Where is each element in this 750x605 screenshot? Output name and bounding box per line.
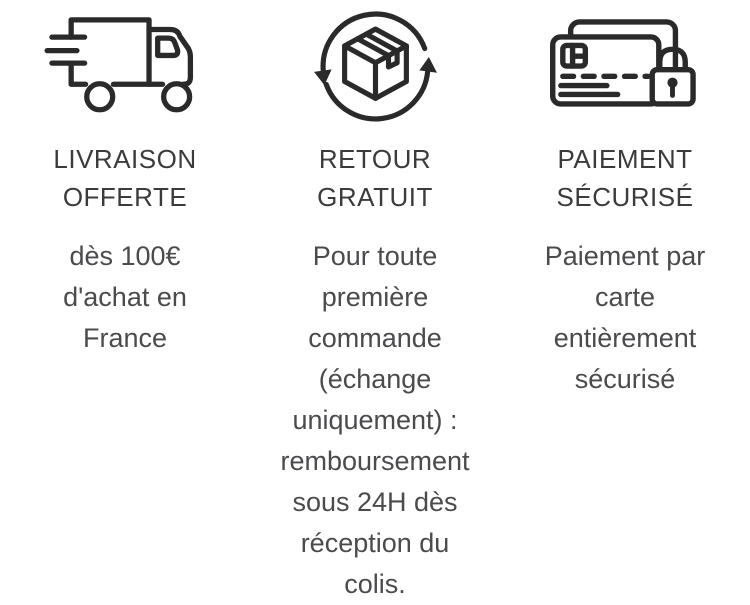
return-package-icon [310, 4, 441, 128]
benefit-secure-payment: PAIEMENT SÉCURISÉ Paiement par carte ent… [500, 4, 750, 605]
benefit-title: RETOUR GRATUIT [317, 144, 433, 212]
shipping-truck-icon [41, 4, 209, 128]
benefit-title: PAIEMENT SÉCURISÉ [556, 144, 694, 212]
benefit-description: Paiement par carte entièrement sécurisé [544, 241, 706, 394]
secure-payment-icon [544, 4, 706, 128]
benefit-title: LIVRAISON OFFERTE [53, 144, 197, 212]
benefit-free-shipping: LIVRAISON OFFERTE dès 100€ d'achat en Fr… [0, 4, 250, 605]
benefit-description: Pour toute première commande (échange un… [280, 241, 470, 599]
benefit-free-return: RETOUR GRATUIT Pour toute première comma… [250, 4, 500, 605]
benefit-description: dès 100€ d'achat en France [63, 241, 187, 353]
